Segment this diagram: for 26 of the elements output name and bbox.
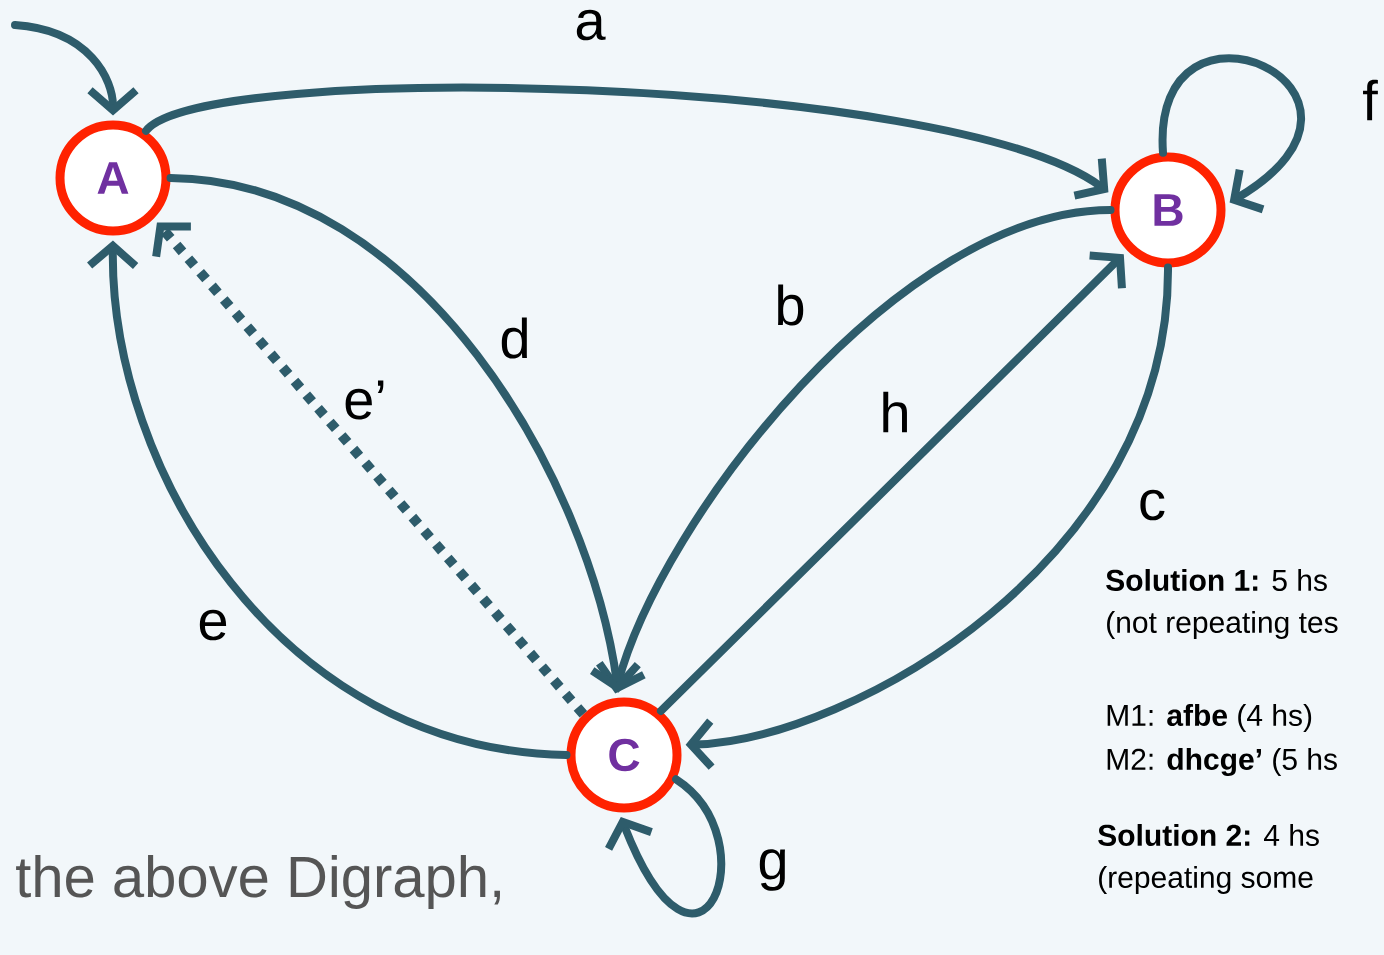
edge-label: g: [759, 849, 785, 891]
note-text: (repeating some: [1099, 866, 1313, 894]
note-text: (not repeating tes: [1107, 611, 1338, 639]
edge-label: a: [576, 9, 606, 41]
note-text: the above Digraph,: [16, 854, 500, 909]
edge-label: e’: [345, 380, 384, 420]
edge-label: h: [883, 391, 907, 433]
edge-label: e: [199, 609, 227, 641]
arrow: [596, 206, 1115, 694]
arrow: [87, 240, 571, 759]
arrow: [1159, 55, 1306, 214]
note-text: Solution 2: 4 hs: [1098, 823, 1319, 846]
note-text: M1: afbe (4 hs): [1107, 704, 1312, 732]
arrow: [152, 222, 588, 718]
arrow: [656, 251, 1126, 715]
note-text: M2: dhcge’ (5 hs: [1107, 747, 1337, 777]
edge-label: f: [1363, 79, 1378, 121]
edge-label: b: [778, 284, 804, 326]
arrow: [166, 174, 641, 693]
arrow: [685, 263, 1172, 770]
arrow: [11, 21, 139, 116]
arrow: [142, 83, 1109, 200]
edge-label: c: [1140, 489, 1165, 521]
arrow: [605, 775, 726, 918]
edge-label: d: [501, 317, 527, 359]
note-text: Solution 1: 5 hs: [1106, 568, 1327, 591]
